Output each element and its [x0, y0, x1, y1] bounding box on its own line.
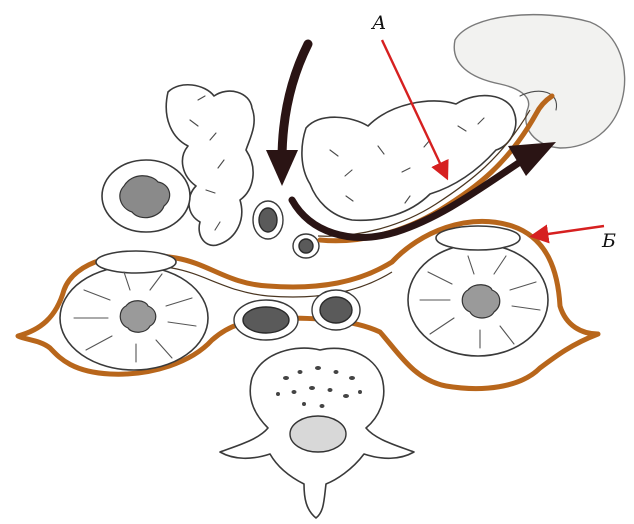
pointer-arrow-b	[534, 226, 604, 236]
vessel-middle	[299, 239, 313, 253]
label-a: А	[372, 14, 386, 33]
left-kidney-cap	[96, 251, 176, 273]
vena-cava	[243, 307, 289, 333]
label-b: Б	[602, 232, 616, 251]
right-kidney-cap	[436, 226, 520, 250]
lobulated-organ-right	[302, 96, 516, 221]
vessel-upper	[259, 208, 277, 232]
downward-flow-arrowhead	[266, 150, 298, 186]
lobulated-organ-left	[166, 85, 254, 246]
curved-flow-arrowhead	[508, 142, 556, 176]
vertebral-canal	[290, 416, 346, 452]
aorta	[320, 297, 352, 323]
